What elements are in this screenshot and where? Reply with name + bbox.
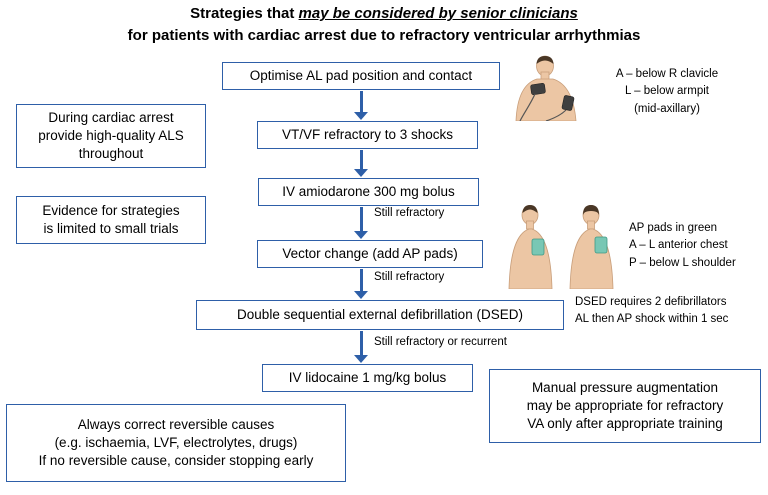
annotation-al-pad-positions: A – below R clavicle L – below armpit (m… <box>615 68 719 115</box>
torso-al-pads-illustration <box>500 55 595 126</box>
flow-step-optimise-al-pads: Optimise AL pad position and contact <box>222 62 500 90</box>
torsos-ap-pads-illustration <box>503 203 625 294</box>
arrow-label-still-refractory-or-recurrent: Still refractory or recurrent <box>374 336 507 348</box>
note-evidence-small-trials: Evidence for strategies is limited to sm… <box>16 196 206 244</box>
note-reversible-causes: Always correct reversible causes (e.g. i… <box>6 404 346 482</box>
page-title-line1: Strategies that may be considered by sen… <box>0 5 768 22</box>
title-emphasis: may be considered by senior clinicians <box>298 5 578 22</box>
flow-step-amiodarone: IV amiodarone 300 mg bolus <box>258 178 479 206</box>
flow-step-dsed: Double sequential external defibrillatio… <box>196 300 564 330</box>
torsos-with-ap-pads-icon <box>508 205 614 290</box>
flow-step-vector-change: Vector change (add AP pads) <box>257 240 483 268</box>
arrow-down-3 <box>353 207 369 239</box>
arrow-down-4 <box>353 269 369 299</box>
annotation-ap-pad-positions: AP pads in green A – L anterior chest P … <box>629 222 736 269</box>
arrow-down-5 <box>353 331 369 363</box>
flow-step-lidocaine: IV lidocaine 1 mg/kg bolus <box>262 364 473 392</box>
note-high-quality-als: During cardiac arrest provide high-quali… <box>16 104 206 168</box>
page-title-line2: for patients with cardiac arrest due to … <box>127 27 641 44</box>
arrow-down-1 <box>353 91 369 120</box>
torso-with-al-pads-icon <box>515 55 577 122</box>
arrow-down-2 <box>353 150 369 177</box>
title-prefix: Strategies that <box>190 5 299 22</box>
arrow-label-still-refractory-1: Still refractory <box>374 207 445 219</box>
arrow-label-still-refractory-2: Still refractory <box>374 271 445 283</box>
note-manual-pressure-augmentation: Manual pressure augmentation may be appr… <box>489 369 761 443</box>
flow-step-vtvf-refractory: VT/VF refractory to 3 shocks <box>257 121 478 149</box>
annotation-dsed-requirements: DSED requires 2 defibrillators AL then A… <box>575 296 729 325</box>
